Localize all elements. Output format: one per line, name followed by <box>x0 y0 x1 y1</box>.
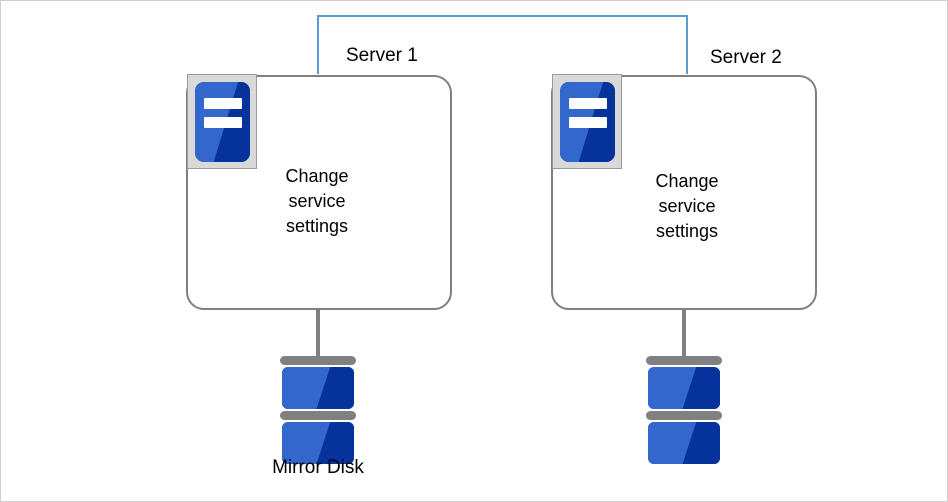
server-2-label: Server 2 <box>710 47 782 68</box>
server-chip-bar-bottom <box>569 117 607 128</box>
disk-platter-upper <box>648 367 720 409</box>
server-chip-graphic <box>560 82 615 162</box>
mirror-disk-1-caption: Mirror Disk <box>272 457 364 478</box>
disk-bar-top <box>280 356 356 365</box>
server-1-disk-connector <box>316 309 320 361</box>
disk-platter-upper-sheen <box>282 367 354 409</box>
disk-bar-top <box>646 356 722 365</box>
mirror-disk-1 <box>280 356 356 466</box>
mirror-disk-2 <box>646 356 722 466</box>
server-1-label: Server 1 <box>346 45 418 66</box>
server-chip-bar-top <box>204 98 242 109</box>
server-chip-graphic <box>195 82 250 162</box>
disk-platter-lower-sheen <box>282 422 354 464</box>
interconnect-right-riser <box>686 15 688 74</box>
disk-bar-middle <box>646 411 722 420</box>
disk-platter-lower-sheen <box>648 422 720 464</box>
server-1-body-text: Change service settings <box>285 166 349 236</box>
interconnect-left-riser <box>317 15 319 74</box>
disk-platter-upper <box>282 367 354 409</box>
disk-platter-lower <box>648 422 720 464</box>
server-chip-bar-bottom <box>204 117 242 128</box>
interconnect-top-rail <box>317 15 688 17</box>
server-chip-bar-top <box>569 98 607 109</box>
server-1-server-icon <box>187 74 257 169</box>
disk-platter-lower <box>282 422 354 464</box>
server-2-server-icon <box>552 74 622 169</box>
disk-platter-upper-sheen <box>648 367 720 409</box>
server-2-body-text: Change service settings <box>655 171 719 241</box>
disk-bar-middle <box>280 411 356 420</box>
server-2-disk-connector <box>682 309 686 361</box>
